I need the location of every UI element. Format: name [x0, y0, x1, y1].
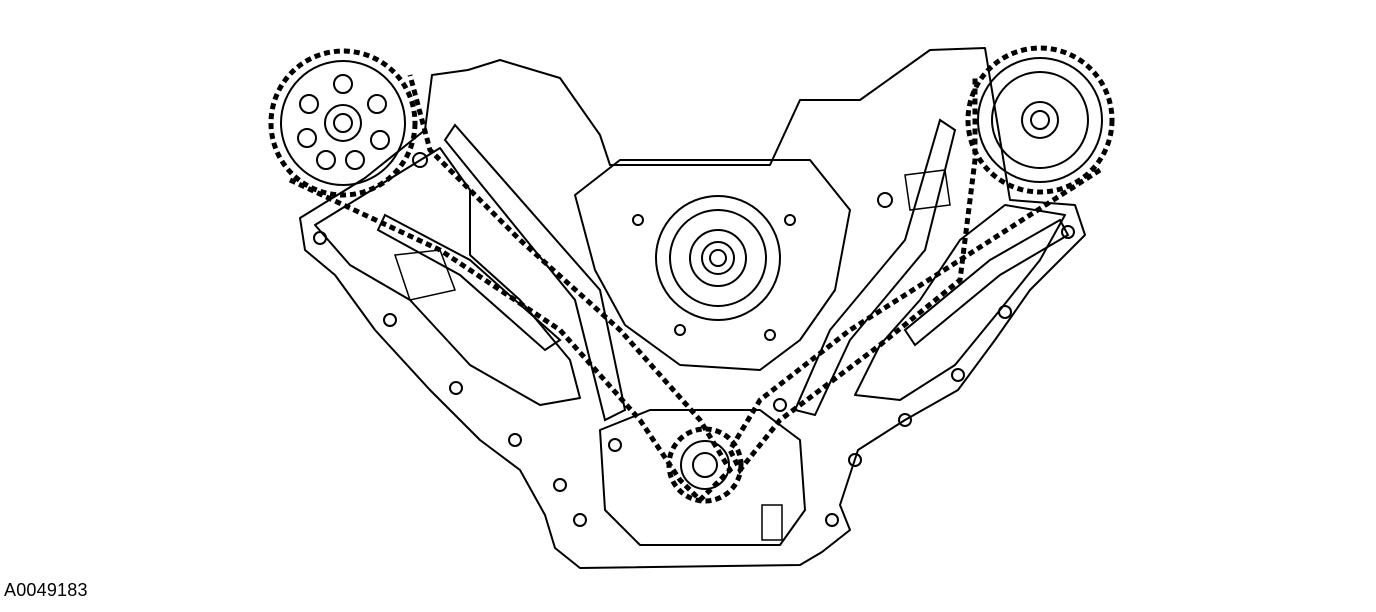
right-chain-guide [793, 118, 957, 417]
left-timing-chain [288, 74, 734, 504]
left-chain-tensioner [376, 213, 562, 352]
left-tensioner-body [393, 249, 457, 301]
left-head-outline [314, 147, 581, 406]
oil-filter-neck [761, 504, 783, 541]
water-pump-pulley [655, 195, 781, 321]
engine-block-outline [299, 47, 1086, 569]
oil-pump-housing [599, 409, 806, 546]
figure-reference-id: A0049183 [4, 580, 88, 600]
right-timing-chain [727, 75, 1102, 475]
right-head-outline [854, 204, 1066, 401]
right-tensioner-body [904, 169, 951, 211]
crankshaft-sprocket [666, 426, 744, 504]
water-pump-housing [574, 159, 851, 371]
left-cam-sprocket [268, 48, 418, 198]
cover-bolt-holes [313, 152, 1075, 527]
right-chain-tensioner [903, 218, 1070, 347]
left-chain-guide [443, 123, 627, 422]
timing-chains [288, 74, 1102, 504]
right-cam-sprocket [965, 45, 1115, 195]
